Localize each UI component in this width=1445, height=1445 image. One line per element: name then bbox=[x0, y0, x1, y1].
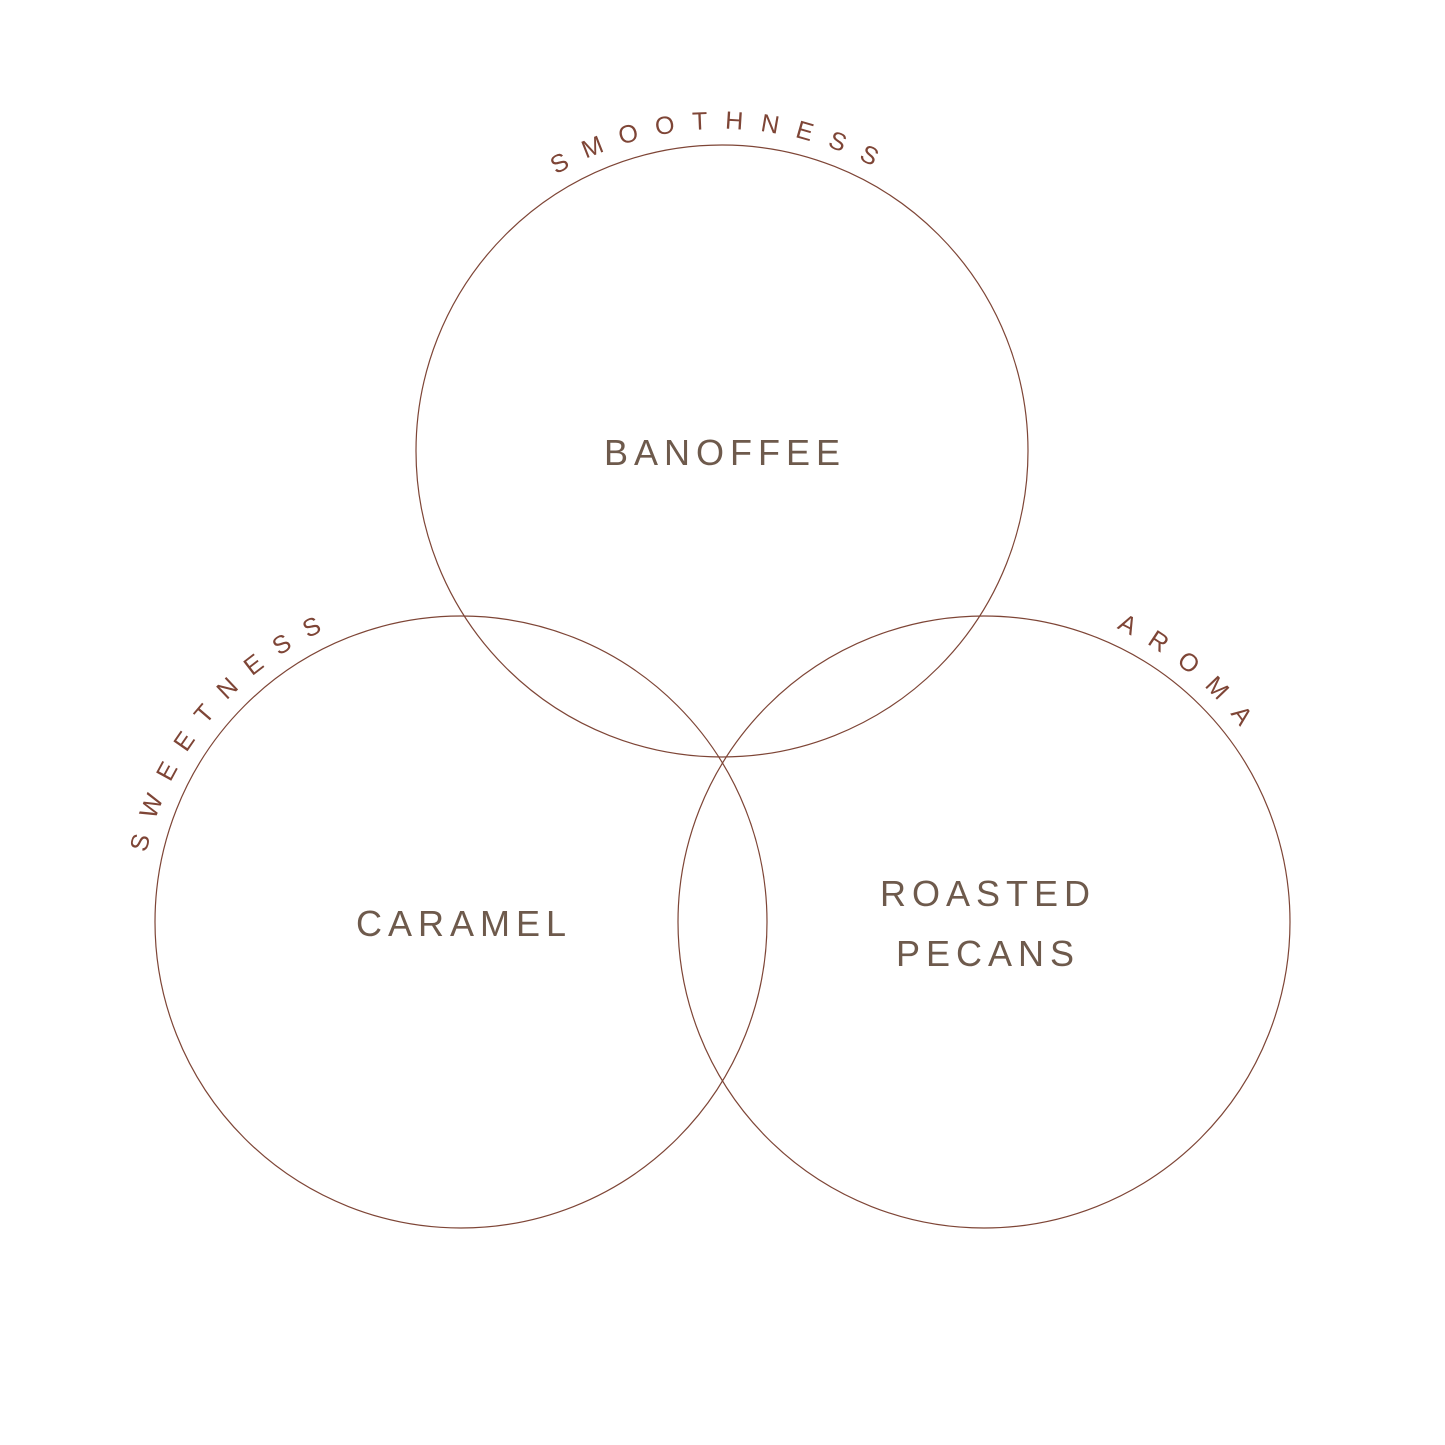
circle-aroma bbox=[677, 615, 1291, 1229]
arc-label-sweetness: SWEETNESS bbox=[125, 604, 341, 854]
center-label-roasted: ROASTED bbox=[880, 873, 1096, 914]
arc-label-smoothness: SMOOTHNESS bbox=[546, 107, 898, 180]
center-label-caramel: CARAMEL bbox=[356, 903, 572, 944]
arc-label-aroma: AROMA bbox=[1114, 608, 1268, 744]
circle-sweetness bbox=[154, 615, 768, 1229]
circle-smoothness bbox=[415, 144, 1029, 758]
center-label-pecans: PECANS bbox=[896, 933, 1080, 974]
center-label-banoffee: BANOFFEE bbox=[604, 432, 846, 473]
